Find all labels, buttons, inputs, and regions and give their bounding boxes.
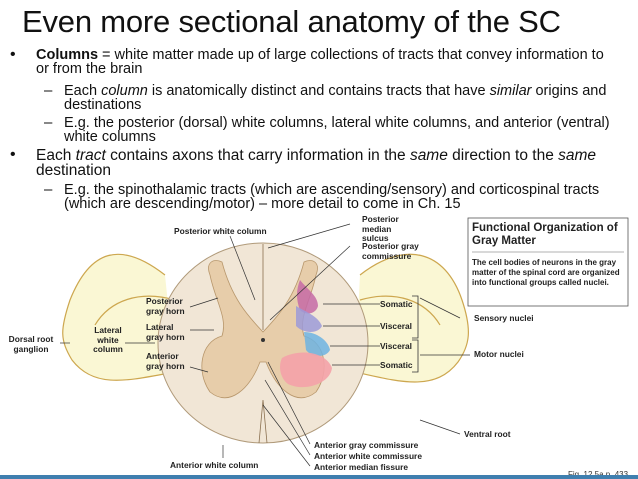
somatic-motor-nucleus <box>280 352 332 388</box>
label-ventral-root: Ventral root <box>464 429 511 439</box>
sensory-bracket <box>412 295 419 339</box>
label-posterior-gray-commissure: Posterior gray commissure <box>362 241 419 261</box>
right-nerve-root <box>354 253 469 383</box>
visceral-motor-nucleus <box>304 332 330 356</box>
figure-reference: Fig. 12.5a p. 433 <box>568 470 628 479</box>
bullet-dot: • <box>10 146 16 163</box>
central-canal <box>261 338 265 342</box>
label-anterior-white-column: Anterior white column <box>170 460 259 470</box>
box-title: Functional Organization of Gray Matter <box>472 222 618 247</box>
sub-bullet-1b: E.g. the posterior (dorsal) white column… <box>64 115 610 145</box>
bullet-1-term: Columns <box>36 47 99 63</box>
bullet-1: Columns = white matter made up of large … <box>36 47 616 77</box>
bullet-dot: • <box>10 46 16 63</box>
bullet-1-text: = white matter made up of large collecti… <box>36 47 604 77</box>
label-visceral-motor: Visceral <box>380 341 412 351</box>
bottom-accent-bar <box>0 475 638 479</box>
dash: – <box>44 82 53 99</box>
left-nerve-root <box>62 253 176 381</box>
label-posterior-white-column: Posterior white column <box>174 226 267 236</box>
label-visceral-sensory: Visceral <box>380 321 412 331</box>
sub-bullet-1a: Each column is anatomically distinct and… <box>64 83 607 113</box>
label-anterior-white-commissure: Anterior white commissure <box>314 451 422 461</box>
label-motor-nuclei: Motor nuclei <box>474 349 524 359</box>
somatic-sensory-nucleus <box>297 280 318 314</box>
label-sensory-nuclei: Sensory nuclei <box>474 313 534 323</box>
label-lateral-gray-horn: Lateral gray horn <box>146 322 185 342</box>
label-dorsal-root-ganglion: Dorsal root ganglion <box>8 334 54 354</box>
label-posterior-gray-horn: Posterior gray horn <box>146 296 185 316</box>
label-somatic-motor: Somatic <box>380 360 413 370</box>
motor-bracket <box>412 339 419 373</box>
functional-box <box>467 217 629 307</box>
visceral-sensory-nucleus <box>296 306 322 332</box>
label-posterior-median-sulcus: Posterior median sulcus <box>362 214 399 243</box>
sub-bullet-2a: E.g. the spinothalamic tracts (which are… <box>64 182 600 212</box>
label-somatic-sensory: Somatic <box>380 299 413 309</box>
box-text: The cell bodies of neurons in the gray m… <box>472 258 620 287</box>
dash: – <box>44 114 53 131</box>
label-anterior-gray-horn: Anterior gray horn <box>146 351 185 371</box>
slide-title: Even more sectional anatomy of the SC <box>22 4 561 39</box>
dash: – <box>44 181 53 198</box>
label-anterior-gray-commissure: Anterior gray commissure <box>314 440 419 450</box>
label-lateral-white-column: Lateral white column <box>93 325 123 354</box>
bullet-2: Each tract contains axons that carry inf… <box>36 147 597 179</box>
label-anterior-median-fissure: Anterior median fissure <box>314 462 409 472</box>
